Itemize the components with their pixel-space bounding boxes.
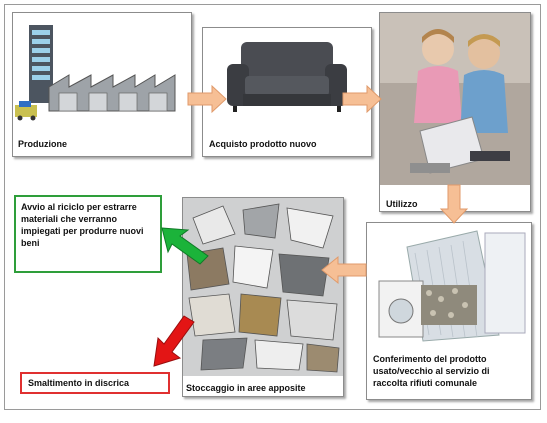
children-with-laptop-photo bbox=[380, 13, 530, 185]
storage-label: Stoccaggio in aree apposite bbox=[186, 383, 306, 393]
recycle-outcome-box: Avvio al riciclo per estrarre materiali … bbox=[14, 195, 162, 273]
household-waste-photo bbox=[367, 223, 531, 345]
diagram-frame bbox=[4, 4, 541, 410]
factory-illustration bbox=[15, 25, 176, 121]
storage-card: Stoccaggio in aree apposite bbox=[182, 197, 344, 397]
arrow-use-to-collection bbox=[439, 184, 469, 224]
arrow-purchase-to-use bbox=[342, 84, 382, 114]
use-card: Utilizzo bbox=[379, 12, 531, 212]
production-card: Produzione bbox=[12, 12, 192, 157]
scrap-pile-photo bbox=[183, 198, 343, 376]
production-label: Produzione bbox=[18, 139, 67, 149]
use-label: Utilizzo bbox=[386, 199, 418, 209]
arrow-storage-to-recycle bbox=[161, 227, 209, 265]
purchase-card: Acquisto prodotto nuovo bbox=[202, 27, 372, 157]
arrow-production-to-purchase bbox=[187, 84, 227, 114]
collection-card: Conferimento del prodotto usato/vecchio … bbox=[366, 222, 532, 400]
arrow-storage-to-landfill bbox=[153, 315, 195, 367]
landfill-outcome-box: Smaltimento in discrica bbox=[20, 372, 170, 394]
arrow-collection-to-storage bbox=[321, 255, 367, 285]
purchase-label: Acquisto prodotto nuovo bbox=[209, 139, 317, 149]
sofa-illustration bbox=[227, 42, 347, 112]
collection-label: Conferimento del prodotto usato/vecchio … bbox=[373, 354, 490, 388]
